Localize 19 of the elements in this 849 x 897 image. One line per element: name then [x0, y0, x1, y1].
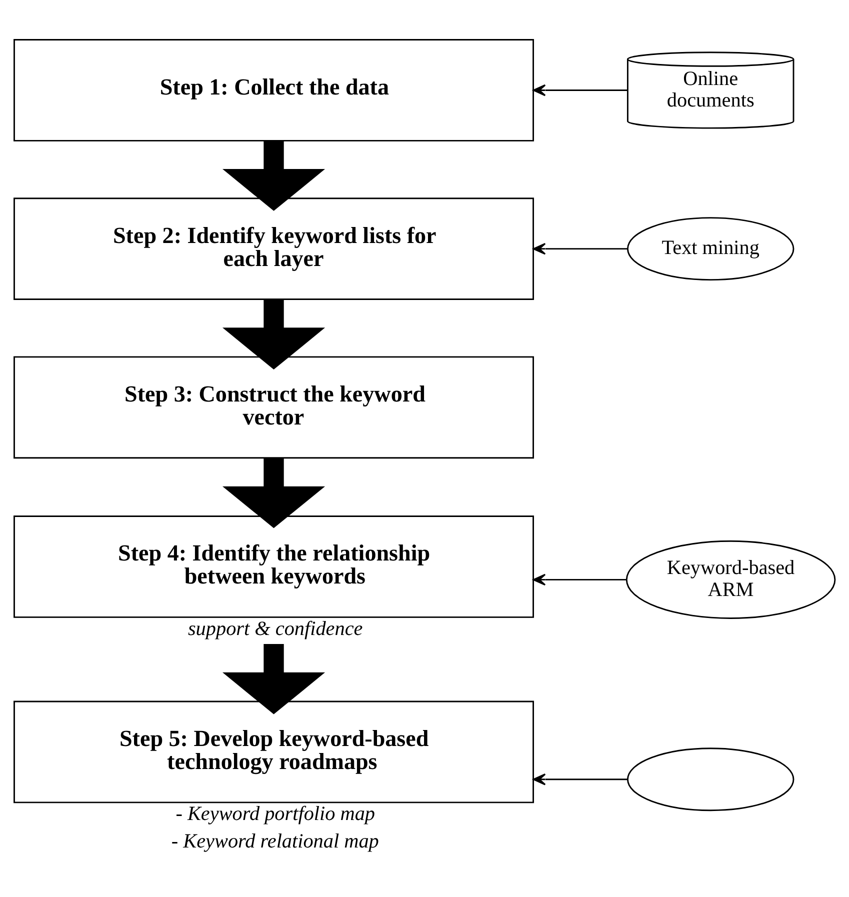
arrow [222, 458, 326, 528]
arrow [222, 300, 326, 370]
arrow [532, 84, 628, 96]
node-box: Step 5: Develop keyword-based technology roadmaps [14, 700, 534, 804]
arrow [222, 644, 326, 714]
arrow [532, 242, 628, 255]
node-label: support & confidence [188, 618, 363, 640]
node-box: Step 4: Identify the relationship between keywords [14, 516, 534, 618]
arrow [532, 773, 628, 786]
node-box: Step 3: Construct the keyword vector [14, 356, 534, 459]
node-box: Step 2: Identify keyword lists for each layer [14, 198, 534, 300]
node-ellipse [626, 748, 794, 812]
arrow [532, 574, 627, 586]
node-label: - Keyword relational map [171, 830, 379, 852]
node-label: - Keyword portfolio map [176, 803, 376, 826]
arrow [222, 140, 326, 211]
node-ellipse: Text mining [626, 217, 794, 281]
node-ellipse: Keyword-based ARM [626, 540, 836, 619]
node-box: Step 1: Collect the data [14, 39, 534, 142]
